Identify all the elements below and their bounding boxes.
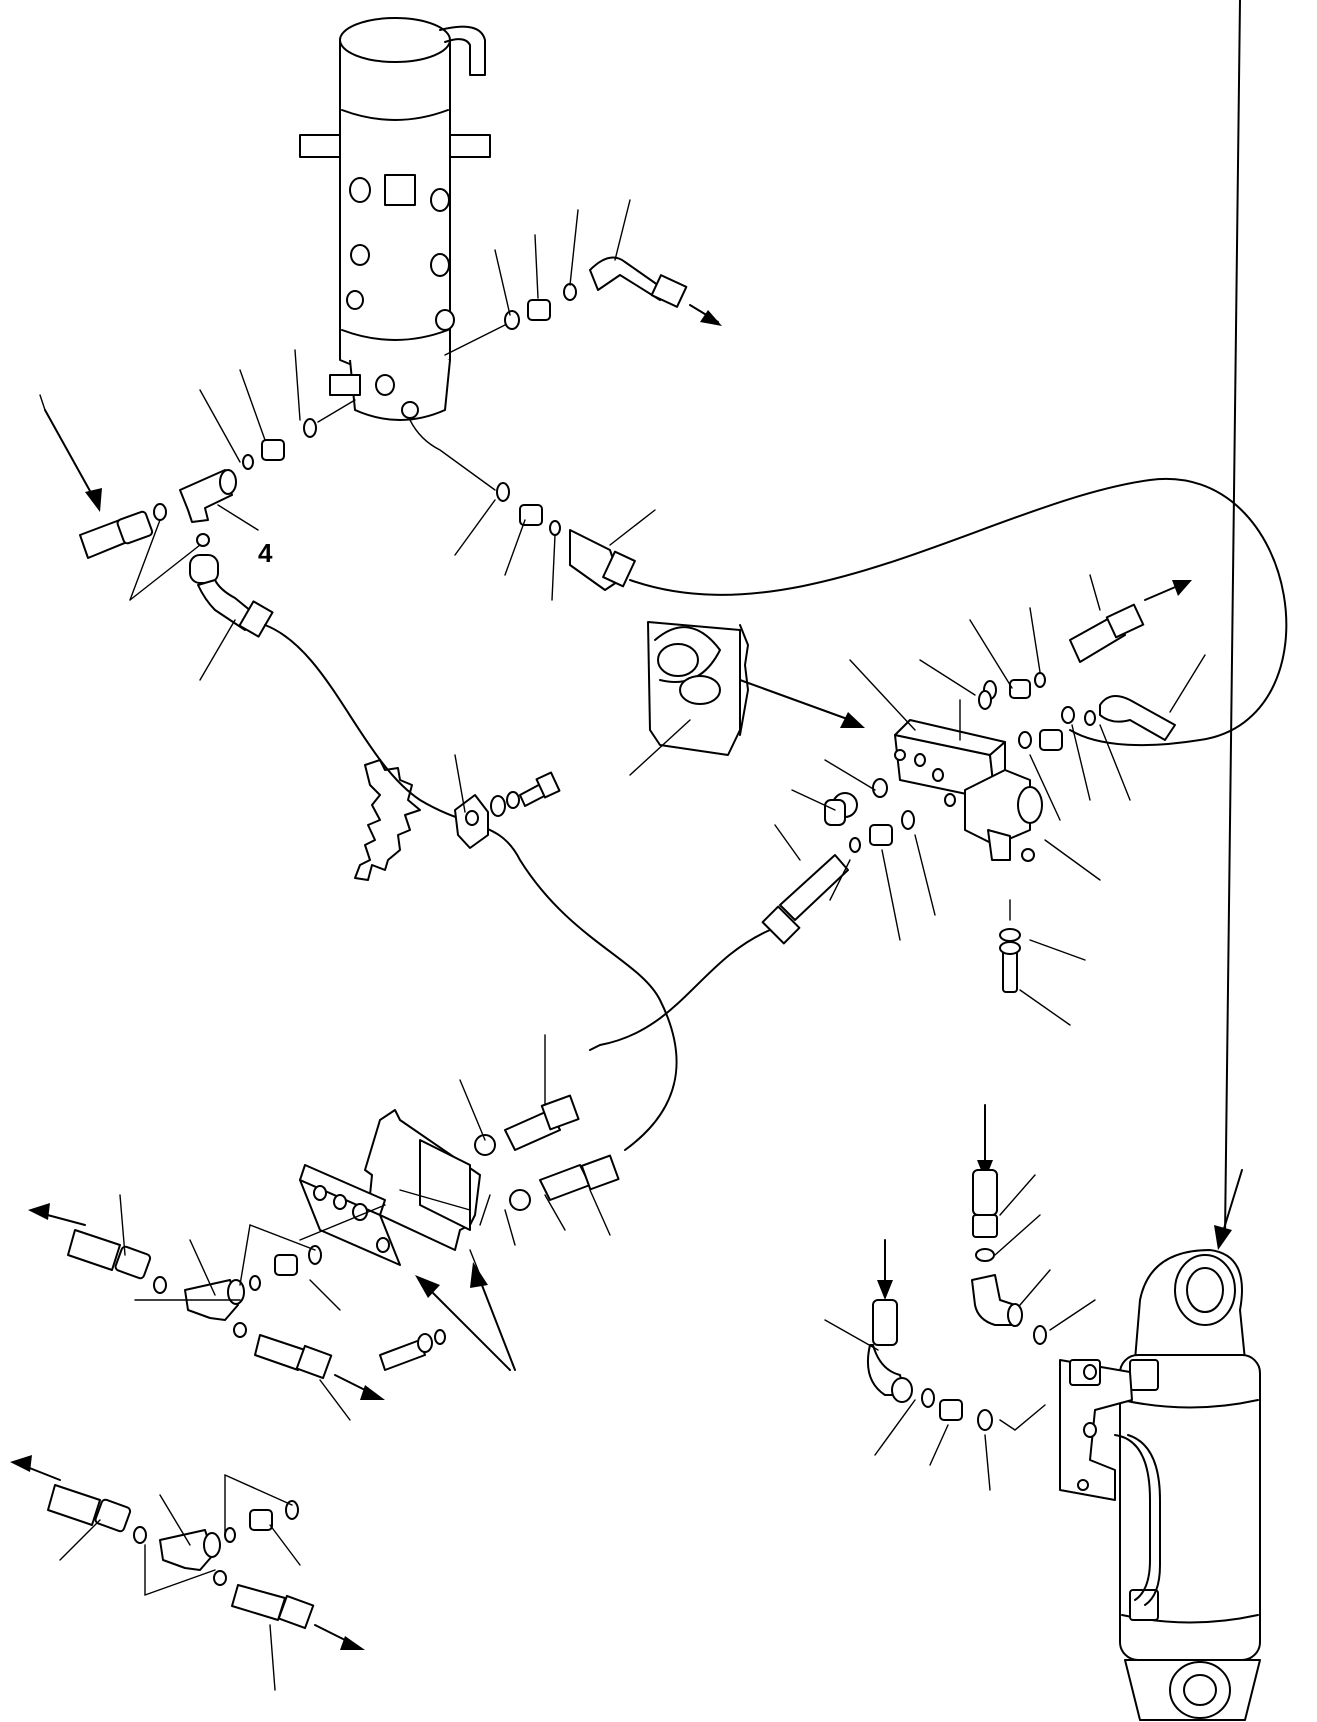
callout-4: 4 bbox=[258, 538, 273, 568]
left-tee-assembly: 4 bbox=[39, 349, 356, 681]
hose-clamp bbox=[354, 754, 561, 881]
hydraulic-cylinder bbox=[1059, 0, 1261, 1721]
lower-left-tee-upper bbox=[28, 1194, 385, 1421]
cylinder-fittings bbox=[824, 1104, 1096, 1491]
top-right-fittings bbox=[444, 199, 722, 356]
solenoid-valve bbox=[629, 574, 1206, 1026]
bulkhead-plate bbox=[299, 1034, 620, 1371]
center-right-fittings bbox=[761, 810, 936, 945]
center-top-fittings bbox=[409, 419, 656, 601]
lower-left-tee-lower bbox=[10, 1455, 365, 1691]
swivel-joint bbox=[299, 17, 491, 421]
hoses bbox=[264, 477, 1288, 1151]
